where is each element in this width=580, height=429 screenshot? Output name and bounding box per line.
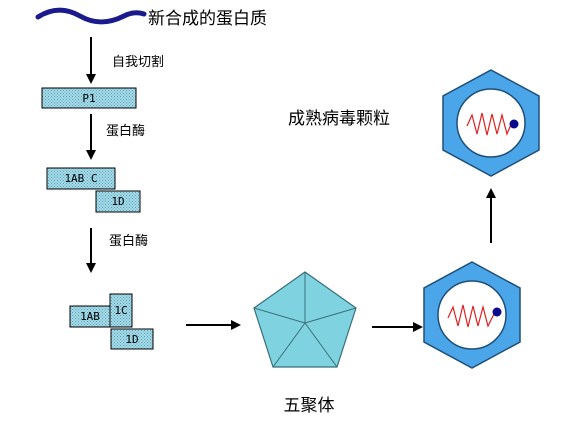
d-top-box: 1D <box>95 190 141 213</box>
hexagon-virion-icon-mature <box>442 69 540 177</box>
c-label: 1C <box>114 304 127 317</box>
p1-box: P1 <box>41 87 137 109</box>
pentagon-icon <box>253 271 357 368</box>
protease-label: 蛋白酶 <box>106 123 145 139</box>
ab-label: 1AB <box>80 310 100 323</box>
d-top-label: 1D <box>111 195 124 208</box>
ab-c-box: 1AB C <box>46 167 116 190</box>
ab-c-label: 1AB C <box>64 172 97 185</box>
new-protein-label: 新合成的蛋白质 <box>148 9 267 29</box>
hexagon-virion-icon <box>423 261 521 369</box>
wavy-line-icon <box>35 7 147 25</box>
pentamer-label: 五聚体 <box>284 396 335 416</box>
mature-virion-label: 成熟病毒颗粒 <box>288 108 390 129</box>
c-box: 1C <box>109 293 133 328</box>
p1-label: P1 <box>82 92 95 105</box>
d-bottom-box: 1D <box>110 328 154 350</box>
protease-label-2: 蛋白酶 <box>109 233 148 249</box>
d-bottom-label: 1D <box>125 333 138 346</box>
self-cleavage-label: 自我切割 <box>112 54 164 70</box>
ab-box: 1AB <box>69 305 111 328</box>
